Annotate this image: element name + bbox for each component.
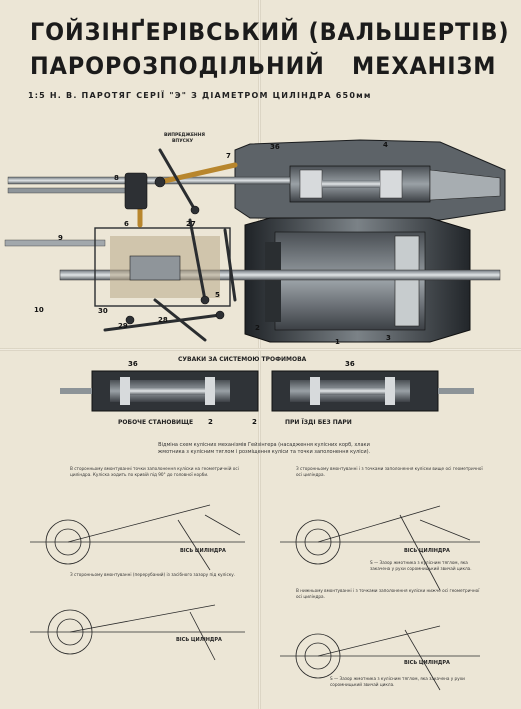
callout-number: 8 bbox=[114, 174, 119, 182]
callout-number: 29 bbox=[118, 322, 128, 330]
note-4: В нижньому вмонтуванні і з точками запол… bbox=[296, 588, 480, 599]
label-cylinder-2: ВІСЬ ЦИЛІНДРА bbox=[404, 548, 450, 554]
subtitle: 1:5 Н. В. ПАРОТЯГ СЕРІЇ "Э" З ДІАМЕТРОМ … bbox=[28, 91, 372, 100]
label-vypr2: ВПУСКУ bbox=[172, 139, 194, 144]
callout-number: 6 bbox=[124, 220, 129, 228]
callout-number: 2 bbox=[252, 418, 257, 426]
kinematic-diagram-2 bbox=[280, 505, 480, 591]
label-cylinder-1: ВІСЬ ЦИЛІНДРА bbox=[180, 548, 226, 554]
kinematic-diagram-4 bbox=[280, 625, 480, 691]
valve-detail-right bbox=[271, 370, 474, 412]
callout-number: 27 bbox=[186, 220, 196, 228]
kinematic-diagram-3 bbox=[30, 604, 245, 661]
callout-number: 2 bbox=[255, 324, 260, 332]
kinematic-diagram-1 bbox=[30, 504, 245, 571]
callout-number: 7 bbox=[226, 152, 231, 160]
note-3: S — Зазор жмотника з кулісним тяглом, як… bbox=[370, 560, 472, 571]
title-line-2a: ПАРОРОЗПОДІЛЬНИЙ bbox=[30, 52, 325, 80]
callout-number: 3 bbox=[386, 334, 391, 342]
label-cylinder-3: ВІСЬ ЦИЛІНДРА bbox=[176, 637, 222, 643]
fold-line-vertical bbox=[258, 0, 261, 709]
callout-number: 4 bbox=[383, 141, 388, 149]
callout-number: 36 bbox=[345, 360, 355, 368]
note-6: З сторонньому вмонтуванні (перерубаний) … bbox=[70, 572, 236, 577]
note-5: S — Зазор жмотника з кулісним тяглом, як… bbox=[330, 676, 465, 687]
label-pryizdi: ПРИ ЇЗДІ БЕЗ ПАРИ bbox=[285, 419, 352, 426]
callout-number: 36 bbox=[270, 143, 280, 151]
valve-detail-left bbox=[60, 370, 259, 412]
callout-number: 1 bbox=[335, 338, 340, 346]
callout-number: 9 bbox=[58, 234, 63, 242]
callout-number: 36 bbox=[128, 360, 138, 368]
callout-number: 2 bbox=[208, 418, 213, 426]
caption-text: Відміна схем кулісних механізмів Гейзінг… bbox=[157, 442, 371, 455]
title-line-1: ГОЙЗІНҐЕРІВСЬКИЙ (ВАЛЬШЕРТІВ) bbox=[30, 18, 510, 46]
callout-number: 30 bbox=[98, 307, 108, 315]
main-mechanism-drawing: 7 36 4 8 6 27 9 10 30 29 28 5 3 1 2 bbox=[4, 139, 506, 346]
label-robocha: РОБОЧЕ СТАНОВИЩЕ bbox=[118, 419, 194, 426]
fold-line-horizontal bbox=[0, 348, 521, 351]
callout-number: 10 bbox=[34, 306, 44, 314]
note-1: В сторонньому вмонтуванні точки заполоне… bbox=[70, 466, 239, 477]
note-2: З сторонньому вмонтуванні і з точками за… bbox=[296, 466, 483, 477]
label-cylinder-4: ВІСЬ ЦИЛІНДРА bbox=[404, 660, 450, 666]
title-line-2b: МЕХАНІЗМ bbox=[352, 52, 497, 80]
callout-number: 5 bbox=[215, 291, 220, 299]
label-vypr: ВИПРЕДЖЕННЯ bbox=[164, 133, 205, 138]
callout-number: 28 bbox=[158, 316, 168, 324]
label-suvaky: СУВАКИ ЗА СИСТЕМОЮ ТРОФИМОВА bbox=[178, 356, 307, 363]
